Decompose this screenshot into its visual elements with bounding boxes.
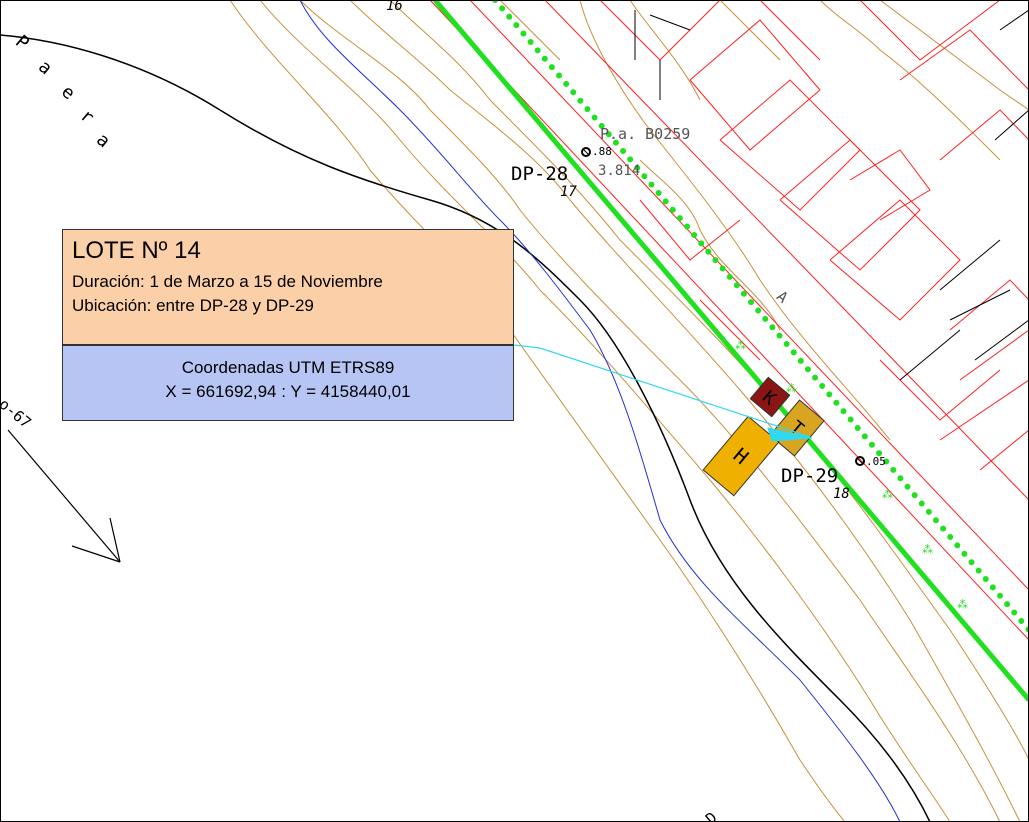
dp29-label: DP-29 [781, 465, 838, 487]
dp28-small-label: .88 [592, 145, 612, 158]
road-green-line [433, 0, 1029, 702]
lote-ubicacion: Ubicación: entre DP-28 y DP-29 [72, 296, 314, 315]
elevation-17: 17 [560, 184, 577, 200]
dp28-label: DP-28 [511, 163, 568, 185]
vegetation-symbols: ⁂ ⁂ ⁂ ⁂ ⁂ [735, 339, 968, 611]
dp29-marker-icon [855, 456, 865, 466]
dp28-km-label: 3.814 [598, 163, 640, 179]
elevation-16: 16 [386, 0, 403, 14]
river-name-letter: r [76, 105, 98, 128]
cadastral-parcels [429, 0, 1029, 641]
svg-text:⁂: ⁂ [957, 598, 968, 611]
leader-line [513, 344, 811, 438]
lote-title: LOTE Nº 14 [72, 237, 201, 264]
river-name-letter: e [57, 81, 79, 104]
coordinates-header: Coordenadas UTM ETRS89 [181, 358, 395, 377]
road-id-label: P.a. B0259 [600, 125, 690, 143]
riverbank-lines [0, 34, 931, 822]
svg-text:⁂: ⁂ [882, 488, 893, 501]
lote-duracion: Duración: 1 de Marzo a 15 de Noviembre [72, 272, 383, 291]
coordinates-values: X = 661692,94 : Y = 4158440,01 [165, 382, 411, 401]
dp29-small-label: .05 [866, 455, 886, 468]
svg-text:⁂: ⁂ [922, 543, 933, 556]
svg-text:⁂: ⁂ [786, 382, 797, 395]
river-name-letter: a [92, 129, 114, 152]
lote-info-box: LOTE Nº 14 Duración: 1 de Marzo a 15 de … [62, 229, 514, 345]
dp29-marker-cross [856, 457, 864, 465]
map-line-marks [634, 9, 1029, 381]
road-green-dotted [492, 0, 1029, 633]
left-edge-label: o-67 [0, 395, 35, 432]
bottom-edge-label: D [702, 808, 720, 822]
flow-arrow-icon [7, 429, 121, 563]
river-line [299, 0, 901, 822]
river-name-letter: P [11, 31, 33, 54]
leader-arrowhead-icon [767, 427, 813, 442]
block-k: K [749, 376, 791, 418]
dp28-marker-cross [582, 148, 590, 156]
svg-text:⁂: ⁂ [735, 339, 746, 352]
block-h: H [702, 415, 780, 497]
coordinates-box: Coordenadas UTM ETRS89 X = 661692,94 : Y… [62, 345, 514, 421]
road-letter-label: A [773, 287, 791, 307]
elevation-18: 18 [833, 486, 850, 502]
dp28-marker-icon [581, 147, 591, 157]
contour-lines [229, 0, 1029, 822]
river-name-letter: a [34, 56, 56, 79]
